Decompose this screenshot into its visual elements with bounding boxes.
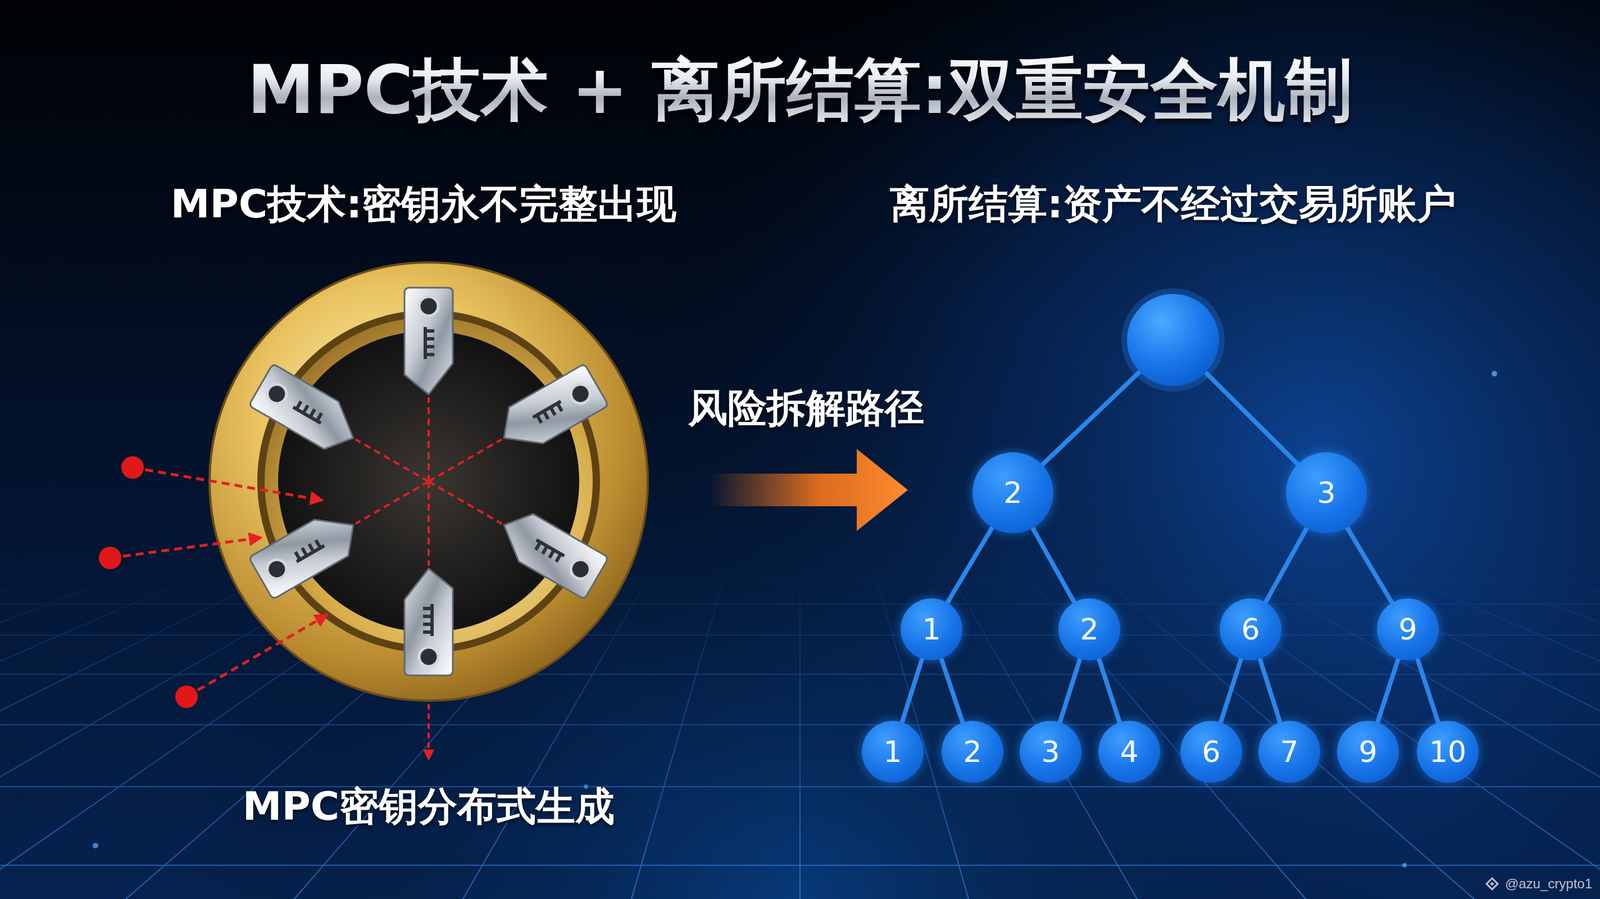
tree-branch <box>947 527 993 603</box>
node-number: 7 <box>1279 737 1299 767</box>
tree-root <box>1126 293 1220 386</box>
tree-branch <box>1265 528 1307 603</box>
leader-arrow <box>427 703 430 759</box>
attack-dot <box>175 685 198 708</box>
tree-node: 1 <box>861 720 924 783</box>
attack-dot <box>121 456 144 479</box>
key-share <box>492 363 609 459</box>
title: MPC技术 + 离所结算:双重安全机制 <box>0 49 1600 131</box>
tree-node: 4 <box>1098 720 1161 783</box>
tree-branch <box>1220 658 1242 722</box>
key-share <box>248 363 366 459</box>
tree-branch <box>1377 658 1399 722</box>
tree-node: 3 <box>1285 452 1367 534</box>
node-number: 2 <box>1079 614 1099 644</box>
split-lines <box>355 397 502 566</box>
arrow-label: 风险拆解路径 <box>688 384 925 432</box>
node-number: 9 <box>1358 737 1377 767</box>
tree-node: 3 <box>1019 720 1082 783</box>
glow-dot <box>92 842 99 849</box>
glow-dot <box>1491 370 1498 377</box>
node-number: 3 <box>1316 478 1336 508</box>
root-glow <box>1121 288 1225 392</box>
node-number: 10 <box>1429 737 1467 767</box>
flow-arrow <box>708 448 908 531</box>
tree-node: 9 <box>1337 720 1399 783</box>
tree-node: 10 <box>1416 720 1479 783</box>
key-share <box>248 503 366 599</box>
tree-branch <box>1260 658 1281 722</box>
floor-grid <box>0 561 1600 899</box>
tree-branch <box>1347 527 1393 603</box>
tree-branch <box>1060 658 1081 722</box>
tree-branch <box>1417 658 1439 722</box>
glow-dot <box>1402 862 1407 868</box>
node-number: 6 <box>1241 614 1260 644</box>
watermark-logo <box>1486 878 1498 890</box>
key-share <box>404 568 453 676</box>
tree-branch <box>1032 528 1075 603</box>
node-number: 1 <box>921 614 941 644</box>
logo-center <box>1489 881 1494 886</box>
node-number: 3 <box>1041 737 1060 767</box>
logo-diamond <box>1486 878 1498 890</box>
tree-branch <box>902 658 923 722</box>
key-share <box>404 287 453 395</box>
tree-node: 2 <box>941 720 1004 783</box>
attack-arrows <box>132 467 322 500</box>
attack-arrows <box>186 615 327 697</box>
figure-label: MPC密钥分布式生成 <box>242 782 615 830</box>
node-number: 1 <box>883 737 902 767</box>
node-number: 4 <box>1119 737 1139 767</box>
node-number: 9 <box>1398 614 1417 644</box>
tree-node: 2 <box>972 452 1054 534</box>
tree-node: 9 <box>1376 598 1439 661</box>
subtitle: 离所结算:资产不经过交易所账户 <box>889 180 1457 228</box>
tree-branch <box>1098 658 1120 722</box>
tree-node: 1 <box>900 598 963 661</box>
subtitle: MPC技术:密钥永不完整出现 <box>170 180 677 228</box>
tree-node: 6 <box>1180 720 1243 783</box>
watermark: @azu_crypto1 <box>1505 875 1593 893</box>
tree-node: 2 <box>1058 598 1121 661</box>
key-share <box>492 503 609 599</box>
gold-ring <box>209 262 648 701</box>
attack-arrows <box>110 537 261 558</box>
attack-dot <box>98 546 122 570</box>
node-number: 6 <box>1201 737 1221 767</box>
tree-node: 7 <box>1258 720 1321 783</box>
node-number: 2 <box>962 737 982 767</box>
tree-node: 6 <box>1219 598 1282 661</box>
node-number: 2 <box>1003 478 1022 508</box>
tree-branch <box>941 658 963 723</box>
